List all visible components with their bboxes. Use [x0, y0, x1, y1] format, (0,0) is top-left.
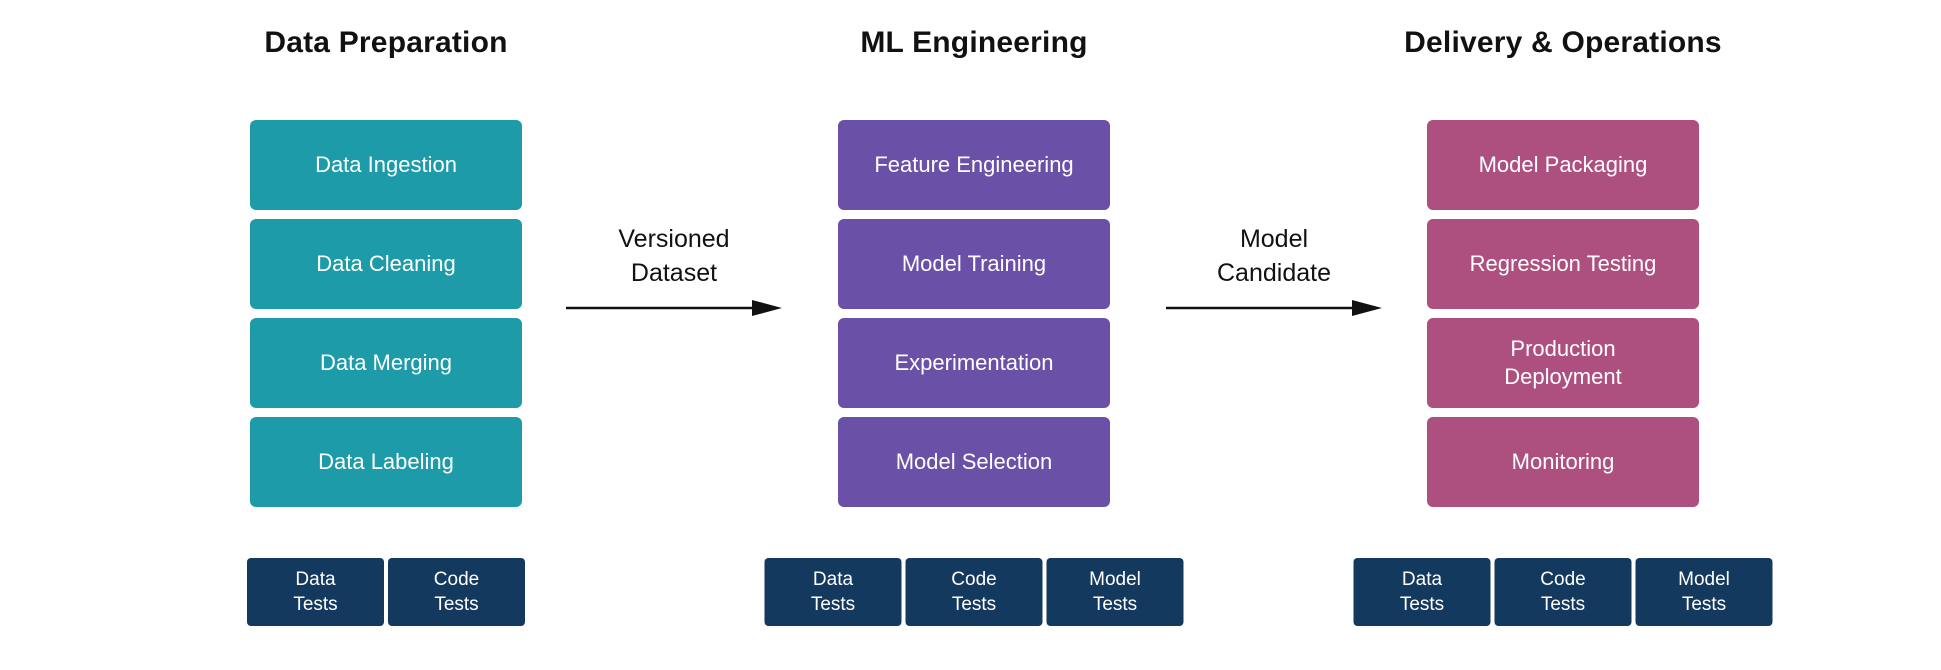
column-delivery-operations: Delivery & Operations Model Packaging Re…	[1353, 0, 1773, 670]
arrow-label-model-candidate: Model Candidate	[1217, 225, 1331, 287]
stage-box-regression-testing: Regression Testing	[1427, 219, 1699, 309]
test-box-data-tests: Data Tests	[1353, 558, 1491, 626]
test-box-code-tests: Code Tests	[1494, 558, 1632, 626]
stage-box-monitoring: Monitoring	[1427, 417, 1699, 507]
column-title: Data Preparation	[264, 26, 508, 59]
test-box-data-tests: Data Tests	[764, 558, 902, 626]
test-row: Data Tests Code Tests Model Tests	[764, 558, 1184, 626]
stage-box-experimentation: Experimentation	[838, 318, 1110, 408]
arrow-label-versioned-dataset: Versioned Dataset	[618, 225, 730, 287]
column-ml-engineering: ML Engineering Feature Engineering Model…	[764, 0, 1184, 670]
column-data-preparation: Data Preparation Data Ingestion Data Cle…	[247, 0, 525, 670]
test-row: Data Tests Code Tests Model Tests	[1353, 558, 1773, 626]
stage-box-model-packaging: Model Packaging	[1427, 120, 1699, 210]
arrow-right-icon	[566, 300, 782, 316]
arrow-right-icon	[1166, 300, 1382, 316]
test-box-model-tests: Model Tests	[1046, 558, 1184, 626]
stage-box-stack: Data Ingestion Data Cleaning Data Mergin…	[250, 120, 522, 507]
stage-box-model-training: Model Training	[838, 219, 1110, 309]
stage-box-data-ingestion: Data Ingestion	[250, 120, 522, 210]
stage-box-stack: Model Packaging Regression Testing Produ…	[1427, 120, 1699, 507]
arrow-model-candidate: Model Candidate	[1166, 222, 1382, 318]
test-box-code-tests: Code Tests	[905, 558, 1043, 626]
test-box-code-tests: Code Tests	[388, 558, 525, 626]
arrow-versioned-dataset: Versioned Dataset	[566, 222, 782, 318]
test-box-model-tests: Model Tests	[1635, 558, 1773, 626]
column-title: Delivery & Operations	[1404, 26, 1722, 59]
test-box-data-tests: Data Tests	[247, 558, 384, 626]
stage-box-data-cleaning: Data Cleaning	[250, 219, 522, 309]
column-title: ML Engineering	[860, 26, 1088, 59]
stage-box-production-deployment: Production Deployment	[1427, 318, 1699, 408]
test-row: Data Tests Code Tests	[247, 558, 525, 626]
stage-box-model-selection: Model Selection	[838, 417, 1110, 507]
stage-box-data-merging: Data Merging	[250, 318, 522, 408]
stage-box-feature-engineering: Feature Engineering	[838, 120, 1110, 210]
stage-box-stack: Feature Engineering Model Training Exper…	[838, 120, 1110, 507]
stage-box-data-labeling: Data Labeling	[250, 417, 522, 507]
